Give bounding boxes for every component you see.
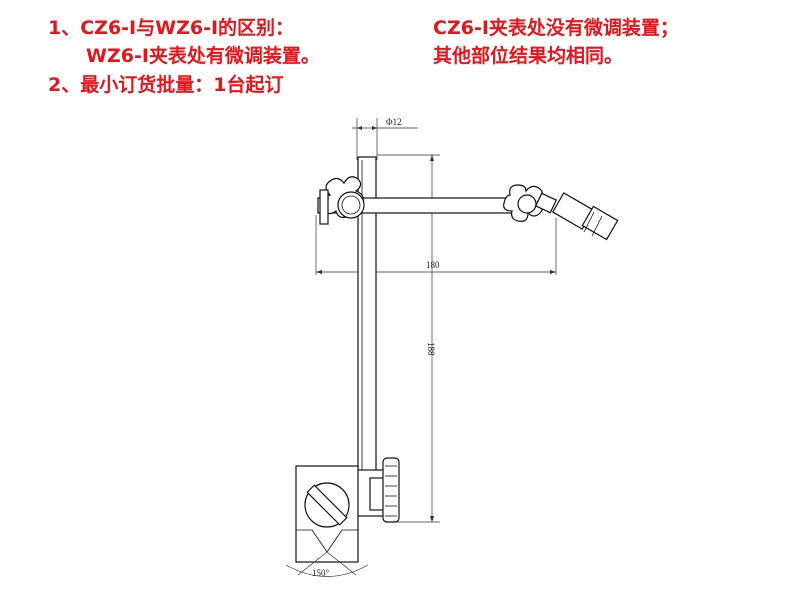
base-switch-knob — [354, 457, 400, 523]
magnetic-base — [295, 465, 359, 563]
rod-height-dimension: 188 — [377, 154, 440, 523]
rod-diameter-label: Φ12 — [386, 117, 402, 127]
rod-diameter-dimension: Φ12 — [352, 117, 418, 160]
base-angle-label: 150° — [312, 568, 330, 578]
base-angle-dimension: 150° — [285, 551, 369, 578]
rod-height-label: 188 — [426, 342, 436, 356]
arm-clamp-knob — [319, 176, 365, 225]
note-cz6-description: CZ6-Ⅰ夹表处没有微调装置； — [433, 17, 679, 39]
indicator-holder — [503, 184, 619, 241]
note-other-parts: 其他部位结果均相同。 — [433, 45, 624, 67]
arm-length-dimension: 180 — [315, 215, 557, 275]
note-wz6-description: WZ6-Ⅰ夹表处有微调装置。 — [86, 45, 320, 67]
arm-length-label: 180 — [426, 260, 440, 270]
note-min-order: 2、最小订货批量：1台起订 — [48, 74, 284, 96]
note-difference-label: 1、CZ6-Ⅰ与WZ6-Ⅰ的区别： — [48, 17, 295, 39]
